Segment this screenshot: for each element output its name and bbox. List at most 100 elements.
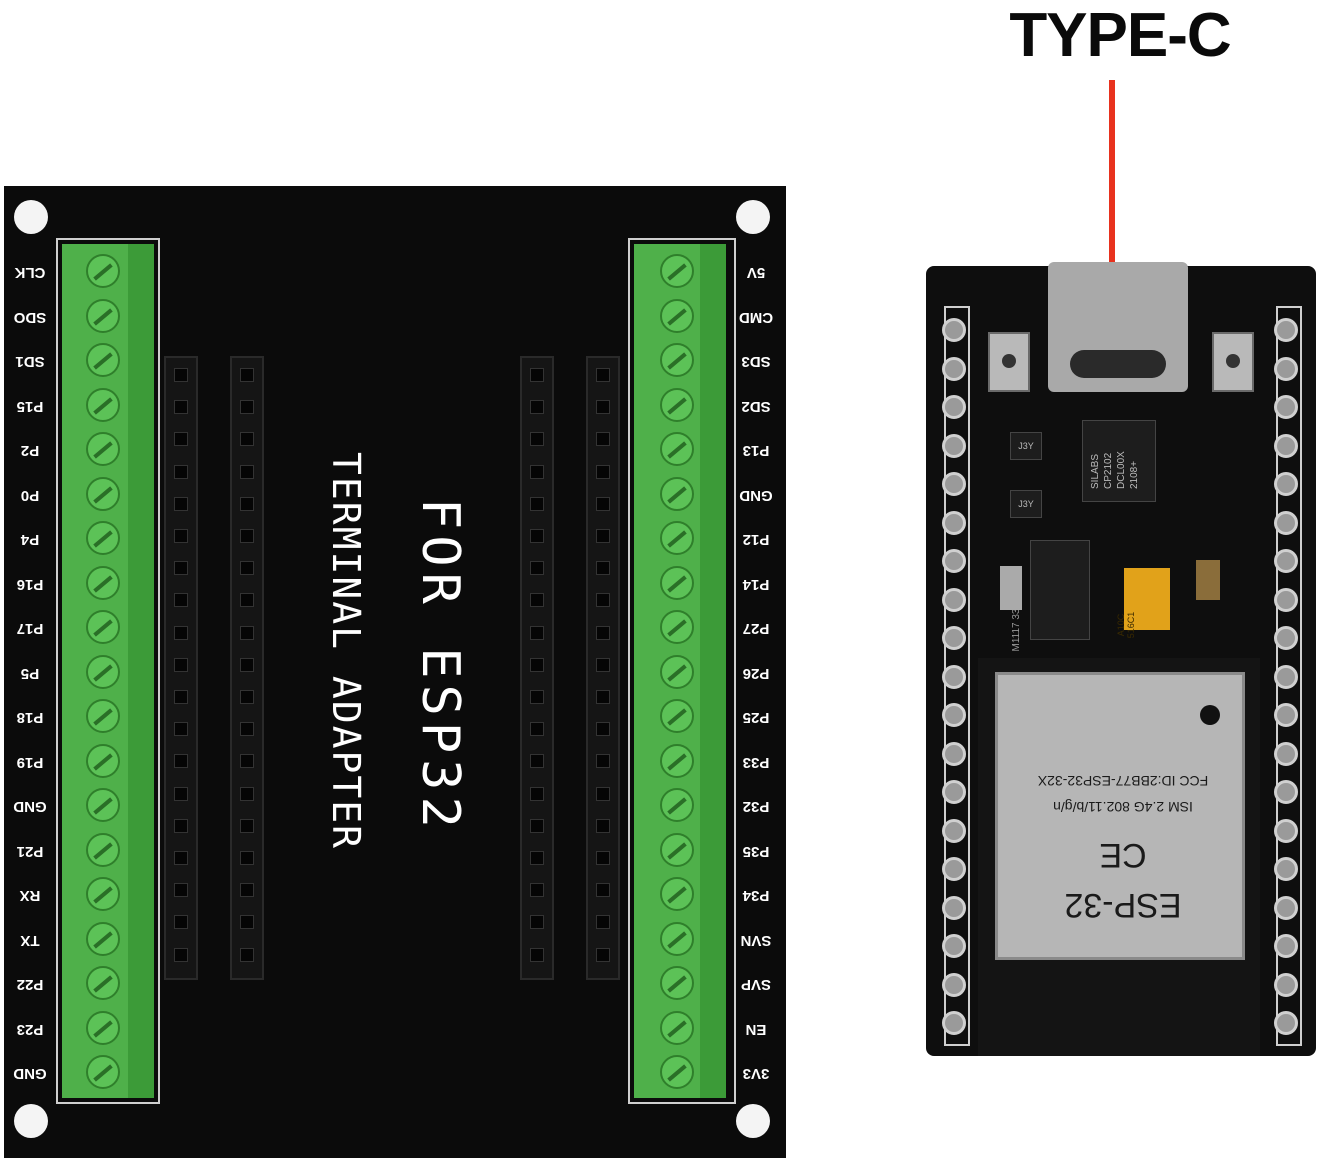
pin1-dot: [1200, 705, 1220, 725]
header-pad: [942, 318, 966, 342]
header-socket: [530, 722, 544, 737]
header-left-1: [164, 356, 198, 980]
pin-label: P23: [16, 1020, 44, 1038]
terminal-screw: [660, 476, 694, 511]
pin-label: CLK: [14, 264, 46, 281]
pin-label: P5: [20, 664, 40, 682]
header-pad: [942, 664, 966, 689]
pin-label: SD1: [15, 353, 45, 370]
header-socket: [174, 657, 188, 672]
header-socket: [530, 432, 544, 447]
terminal-screw: [86, 254, 120, 288]
pin-label: P25: [742, 709, 770, 726]
header-pad: [1274, 741, 1298, 766]
header-socket: [174, 818, 188, 833]
terminal-screw: [86, 521, 120, 555]
type-c-title: TYPE-C: [1009, 1, 1231, 70]
header-socket: [240, 657, 254, 672]
header-socket: [240, 818, 254, 833]
pin-label: SVP: [741, 976, 772, 993]
terminal-screw: [86, 1055, 120, 1089]
pin-label: CMD: [738, 308, 774, 326]
header-pad: [942, 356, 966, 381]
pin-label: P18: [16, 709, 44, 726]
pin-label: P27: [742, 620, 770, 637]
header-pad: [942, 972, 966, 997]
header-socket: [240, 561, 254, 576]
header-socket: [240, 368, 254, 382]
pin-label: P19: [16, 753, 44, 771]
header-socket: [240, 400, 254, 415]
header-socket: [596, 883, 610, 898]
header-pad: [1274, 549, 1298, 573]
pin-label: P32: [742, 798, 770, 815]
pin-label: 5V: [746, 264, 766, 281]
header-pad: [1274, 395, 1298, 419]
header-socket: [174, 432, 188, 447]
shield-ism-text: ISM 2.4G 802.11/b/g/n: [1053, 799, 1193, 815]
smd-component: [1000, 566, 1022, 610]
header-socket: [530, 496, 544, 511]
header-socket: [530, 754, 544, 769]
terminal-screw: [86, 476, 120, 511]
header-socket: [530, 368, 544, 382]
header-socket: [596, 947, 610, 962]
header-socket: [596, 818, 610, 833]
header-pad: [1274, 1011, 1298, 1035]
header-socket: [530, 690, 544, 704]
header-socket: [174, 915, 188, 930]
terminal-screw: [86, 788, 120, 822]
header-pad: [942, 818, 966, 843]
header-pad: [1274, 895, 1298, 920]
pin-label: SVN: [740, 931, 772, 949]
header-socket: [174, 851, 188, 865]
left-terminal-outline: [56, 238, 160, 1104]
left-terminal-block: [62, 244, 154, 1098]
header-socket: [174, 496, 188, 511]
terminal-screw: [660, 298, 694, 333]
header-socket: [596, 593, 610, 608]
header-pad: [1274, 587, 1298, 612]
header-socket: [530, 851, 544, 865]
boot-button: [988, 332, 1030, 392]
board-title-line2: TERMINAL ADAPTER: [324, 452, 368, 851]
terminal-screw: [86, 298, 120, 333]
terminal-screw: [660, 921, 694, 956]
pin-label: P2: [20, 442, 40, 459]
header-socket: [240, 593, 254, 608]
header-socket: [240, 851, 254, 865]
header-socket: [596, 400, 610, 415]
terminal-screw: [86, 610, 120, 644]
header-socket: [240, 722, 254, 737]
header-socket: [596, 432, 610, 447]
header-socket: [174, 368, 188, 382]
terminal-screw: [660, 788, 694, 822]
header-socket: [174, 625, 188, 640]
header-socket: [530, 947, 544, 962]
header-pad: [1274, 972, 1298, 997]
header-left-2: [230, 356, 264, 980]
header-pad: [942, 934, 966, 958]
header-socket: [530, 561, 544, 576]
rf-shield-can: FCC ID:2BB77-ESP32-32X ISM 2.4G 802.11/b…: [995, 672, 1245, 960]
terminal-screw: [660, 877, 694, 911]
terminal-screw: [660, 1055, 694, 1089]
header-socket: [174, 529, 188, 543]
pin-label: P15: [16, 397, 44, 415]
header-socket: [240, 754, 254, 769]
terminal-screw: [86, 432, 120, 466]
usb-port-opening: [1070, 350, 1166, 378]
header-socket: [240, 786, 254, 801]
header-socket: [240, 690, 254, 704]
board-title-line1: FOR ESP32: [410, 498, 470, 834]
pin-label: 3V3: [742, 1065, 770, 1082]
header-socket: [530, 529, 544, 543]
header-socket: [240, 496, 254, 511]
pin-label: P21: [16, 842, 44, 860]
header-socket: [174, 883, 188, 898]
header-pad: [942, 703, 966, 727]
header-socket: [596, 722, 610, 737]
terminal-screw: [86, 877, 120, 911]
shield-name: ESP-32: [1064, 886, 1182, 924]
header-pad: [942, 857, 966, 881]
